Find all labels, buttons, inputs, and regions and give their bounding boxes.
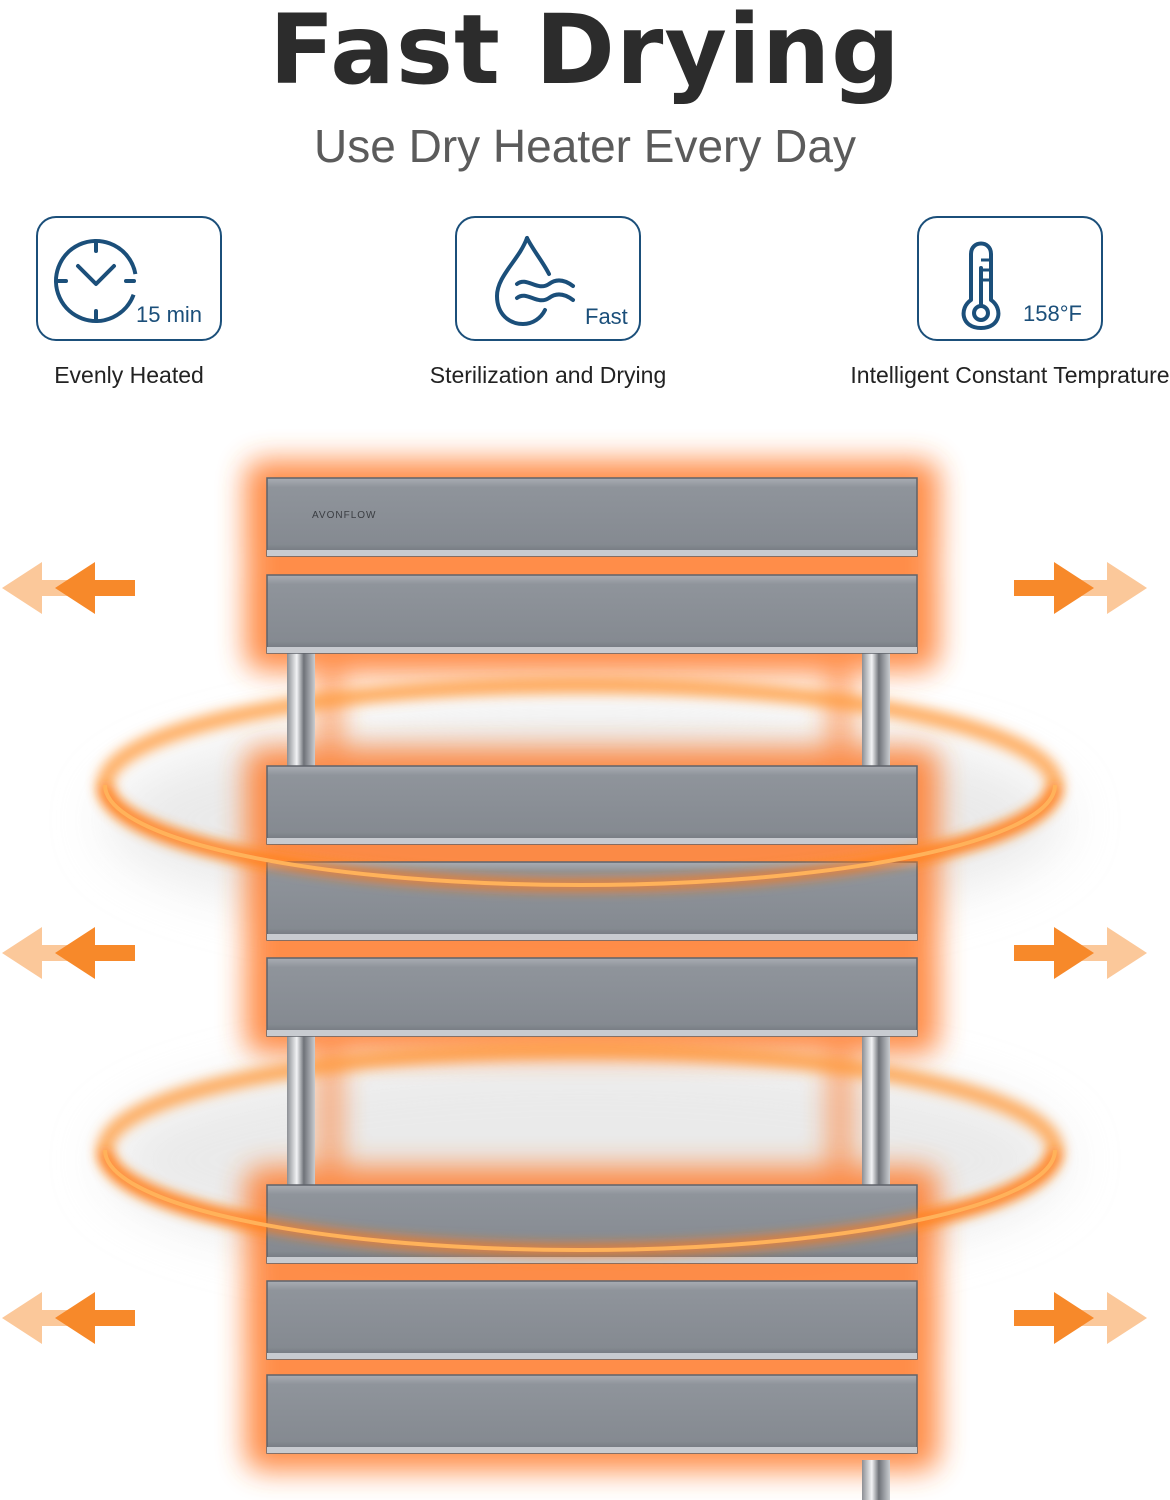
left-arrow-icon [2,927,72,979]
bar-edge [267,1030,917,1036]
radiator-bar [266,1280,918,1360]
radiator-bar [266,1374,918,1454]
bar-edge [267,1353,917,1359]
radiator-bar [266,477,918,557]
right-arrow-icon [1014,1292,1094,1344]
bar-edge [267,1447,917,1453]
left-arrow-icon [55,562,135,614]
chrome-pipe [862,1460,890,1500]
feature-caption: Evenly Heated [54,362,204,388]
feature-card: 158°F [917,216,1103,341]
right-arrow-icon [1014,927,1094,979]
heated-towel-rail: AVONFLOW [2,460,1147,1500]
left-arrow-icon [55,927,135,979]
right-arrow-icon [1077,927,1147,979]
thermometer-icon [961,241,1001,330]
feature-value: 15 min [136,302,203,327]
right-arrow-icon [1077,1292,1147,1344]
bar-edge [267,647,917,653]
right-arrow-icon [1014,562,1094,614]
radiator-bar [266,574,918,654]
radiator-bar [266,765,918,845]
feature-value: 158°F [1023,301,1082,326]
right-arrow-icon [1077,562,1147,614]
feature-caption: Intelligent Constant Temprature [850,362,1170,388]
chrome-post [862,1030,890,1200]
feature-card: 15 min [36,216,222,341]
feature-value: Fast [585,304,628,329]
headline: Fast Drying [269,0,901,106]
heat-glow [321,656,849,769]
left-arrow-icon [2,1292,72,1344]
feature-caption: Sterilization and Drying [429,362,667,388]
clock-icon [54,239,138,323]
water-drop-icon [494,236,575,327]
left-arrow-icon [55,1292,135,1344]
bar-edge [267,550,917,556]
bar-edge [267,934,917,940]
left-arrow-icon [2,562,72,614]
brand-label: AVONFLOW [312,510,376,521]
chrome-post [287,1030,315,1200]
subheadline: Use Dry Heater Every Day [314,120,856,172]
towel-radiator-illustration: AVONFLOW [0,420,1170,1500]
feature-card: Fast [455,216,641,341]
bar-edge [267,1257,917,1263]
bar-edge [267,838,917,844]
radiator-bar [266,957,918,1037]
